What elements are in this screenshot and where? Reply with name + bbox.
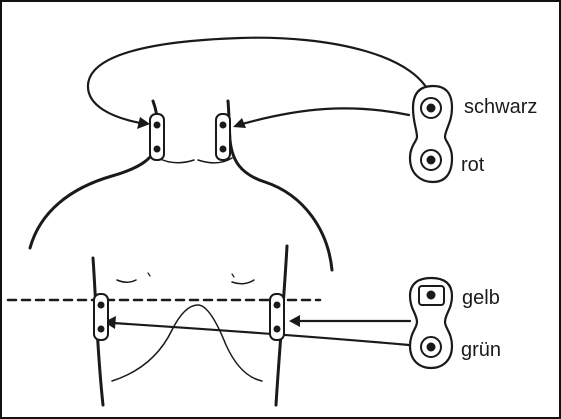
arrowhead-left-neck bbox=[137, 117, 150, 129]
label-yellow: gelb bbox=[462, 288, 500, 308]
lower-body-outline bbox=[93, 246, 287, 405]
arrowhead-right-chest bbox=[289, 315, 300, 327]
collarbone-left bbox=[158, 158, 194, 163]
legend-pad-black-red bbox=[410, 86, 452, 182]
electrode-right-neck bbox=[216, 114, 230, 160]
arrow-red-to-right-neck bbox=[242, 108, 409, 124]
electrode-left-chest bbox=[94, 294, 108, 340]
arrow-green-to-left-chest bbox=[113, 323, 409, 345]
left-pectoral-mark bbox=[117, 280, 136, 282]
label-green: grün bbox=[461, 340, 501, 360]
sternum-mark-right bbox=[232, 274, 234, 277]
label-black: schwarz bbox=[464, 97, 537, 117]
pad-outline-upper bbox=[410, 86, 452, 182]
electrode-right-chest bbox=[270, 294, 284, 340]
sternum-mark-left bbox=[148, 273, 150, 276]
legend-pad-yellow-green bbox=[410, 278, 452, 368]
electrode-left-neck bbox=[150, 114, 164, 160]
chest-contour bbox=[112, 305, 262, 381]
body-electrodes bbox=[94, 114, 284, 340]
right-pectoral-mark bbox=[232, 280, 254, 284]
label-red: rot bbox=[461, 155, 484, 175]
